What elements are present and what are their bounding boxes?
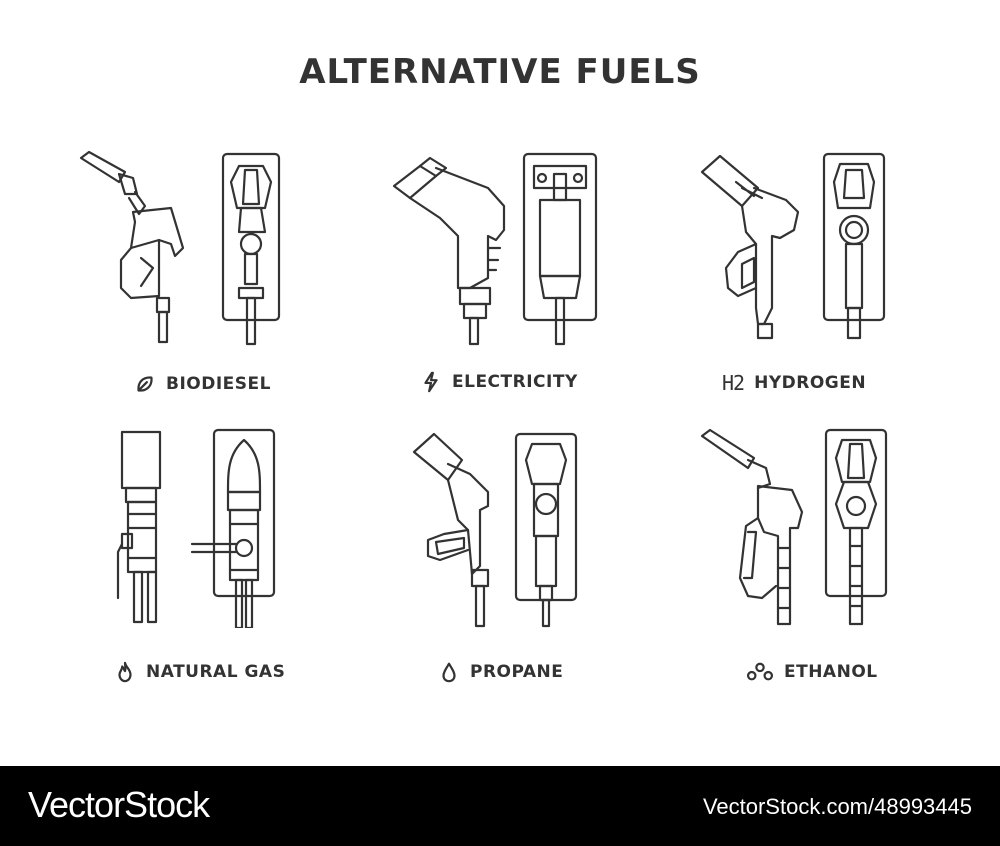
lightning-icon	[420, 371, 442, 393]
brand-logo: VectorStock	[28, 784, 210, 825]
flame-icon	[114, 661, 136, 683]
fuel-label-text: ELECTRICITY	[452, 372, 578, 392]
fuel-label-natural-gas: NATURAL GAS	[114, 661, 285, 683]
biodiesel-nozzle-icon	[75, 148, 315, 348]
fuel-label-ethanol: ETHANOL	[746, 661, 878, 683]
leaf-icon	[134, 373, 156, 395]
fuel-label-text: PROPANE	[470, 662, 564, 682]
fuel-label-electricity: ELECTRICITY	[420, 371, 578, 393]
fuel-label-text: HYDROGEN	[754, 373, 867, 393]
natural-gas-illustration	[110, 428, 350, 628]
fuel-label-text: BIODIESEL	[166, 374, 271, 394]
fuel-label-text: NATURAL GAS	[146, 662, 286, 682]
fuel-label-hydrogen: H2 HYDROGEN	[722, 371, 866, 395]
drop-icon	[438, 661, 460, 683]
image-id: VectorStock.com/48993445	[702, 794, 972, 819]
electricity-illustration	[392, 148, 632, 348]
ethanol-nozzle-icon	[700, 428, 940, 628]
hydrogen-illustration	[698, 148, 938, 348]
h2-icon: H2	[722, 371, 745, 395]
hydrogen-nozzle-icon	[698, 148, 938, 348]
biodiesel-illustration	[75, 148, 315, 348]
propane-illustration	[410, 430, 650, 630]
natural-gas-nozzle-icon	[110, 428, 350, 628]
ethanol-illustration	[700, 428, 940, 628]
watermark-footer: VectorStock VectorStock.com/48993445	[0, 766, 1000, 846]
fuel-label-biodiesel: BIODIESEL	[134, 373, 271, 395]
fuel-label-propane: PROPANE	[438, 661, 563, 683]
page-title: ALTERNATIVE FUELS	[299, 52, 701, 92]
molecule-icon	[746, 661, 774, 683]
fuel-label-text: ETHANOL	[784, 662, 878, 682]
electricity-nozzle-icon	[392, 148, 632, 348]
propane-nozzle-icon	[410, 430, 650, 630]
